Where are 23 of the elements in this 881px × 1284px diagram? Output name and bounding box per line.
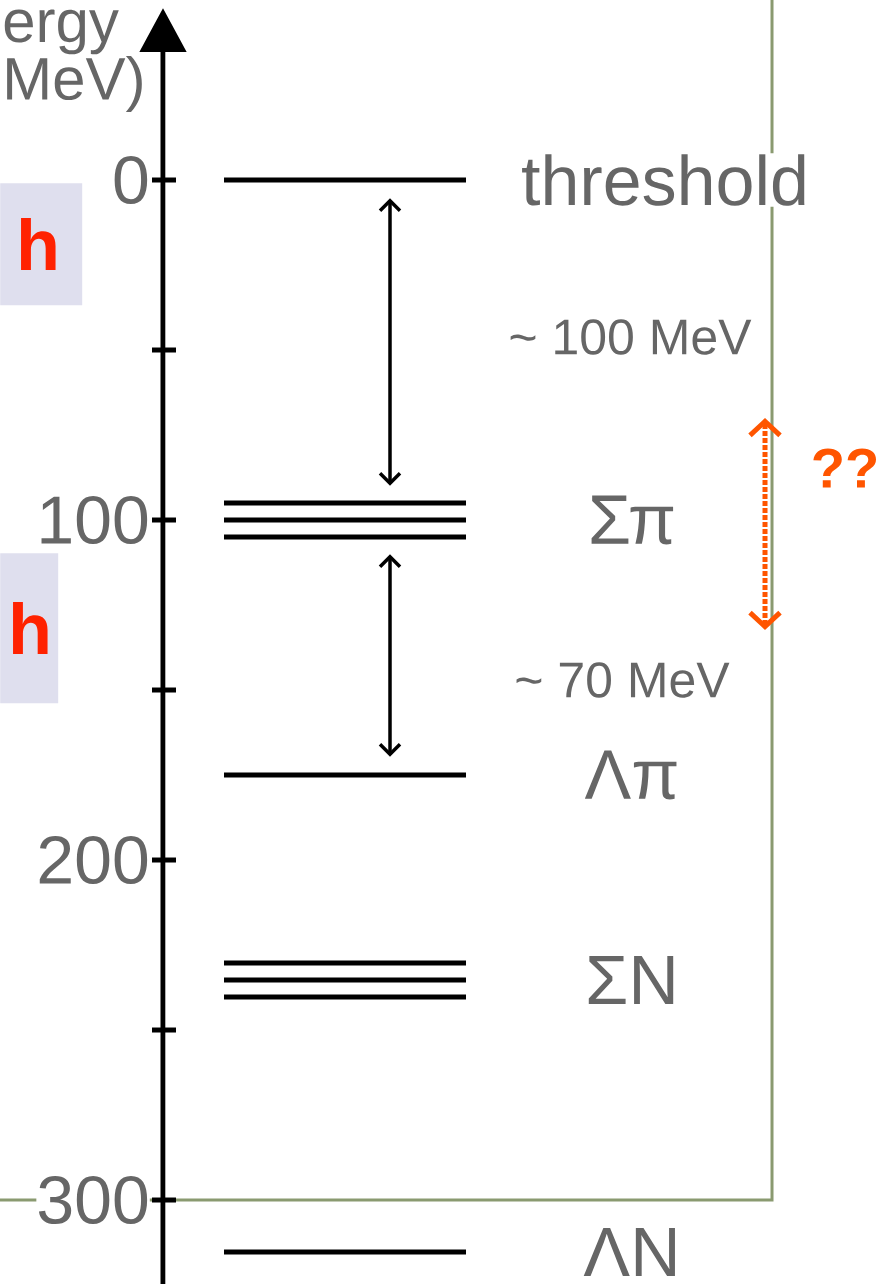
level-label: threshold xyxy=(520,153,810,207)
tick-label: 300 xyxy=(36,1175,150,1225)
edge-label: ~ 100 MeV xyxy=(510,319,752,355)
energy-level xyxy=(224,177,466,183)
energy-level xyxy=(224,500,466,540)
double-arrow xyxy=(378,554,402,757)
level-label: ΛN xyxy=(582,1226,682,1278)
axis-label: MeV) xyxy=(2,56,146,112)
energy-level xyxy=(224,772,466,778)
label-box: h xyxy=(0,183,83,306)
energy-level xyxy=(224,960,466,1000)
tick-label: 0 xyxy=(112,155,150,205)
level-label: ΣN xyxy=(584,954,680,1006)
label-box: h xyxy=(0,553,59,704)
energy-level xyxy=(224,1249,466,1255)
tick-label: 200 xyxy=(36,835,150,885)
question-marks: ?? xyxy=(810,448,880,488)
edge-label: ~ 70 MeV xyxy=(516,662,730,698)
tick-label: 100 xyxy=(36,495,150,545)
double-arrow xyxy=(378,198,402,486)
level-label: Λπ xyxy=(583,749,681,801)
axis-label: ergy xyxy=(2,9,119,55)
level-label: Σπ xyxy=(586,494,678,546)
